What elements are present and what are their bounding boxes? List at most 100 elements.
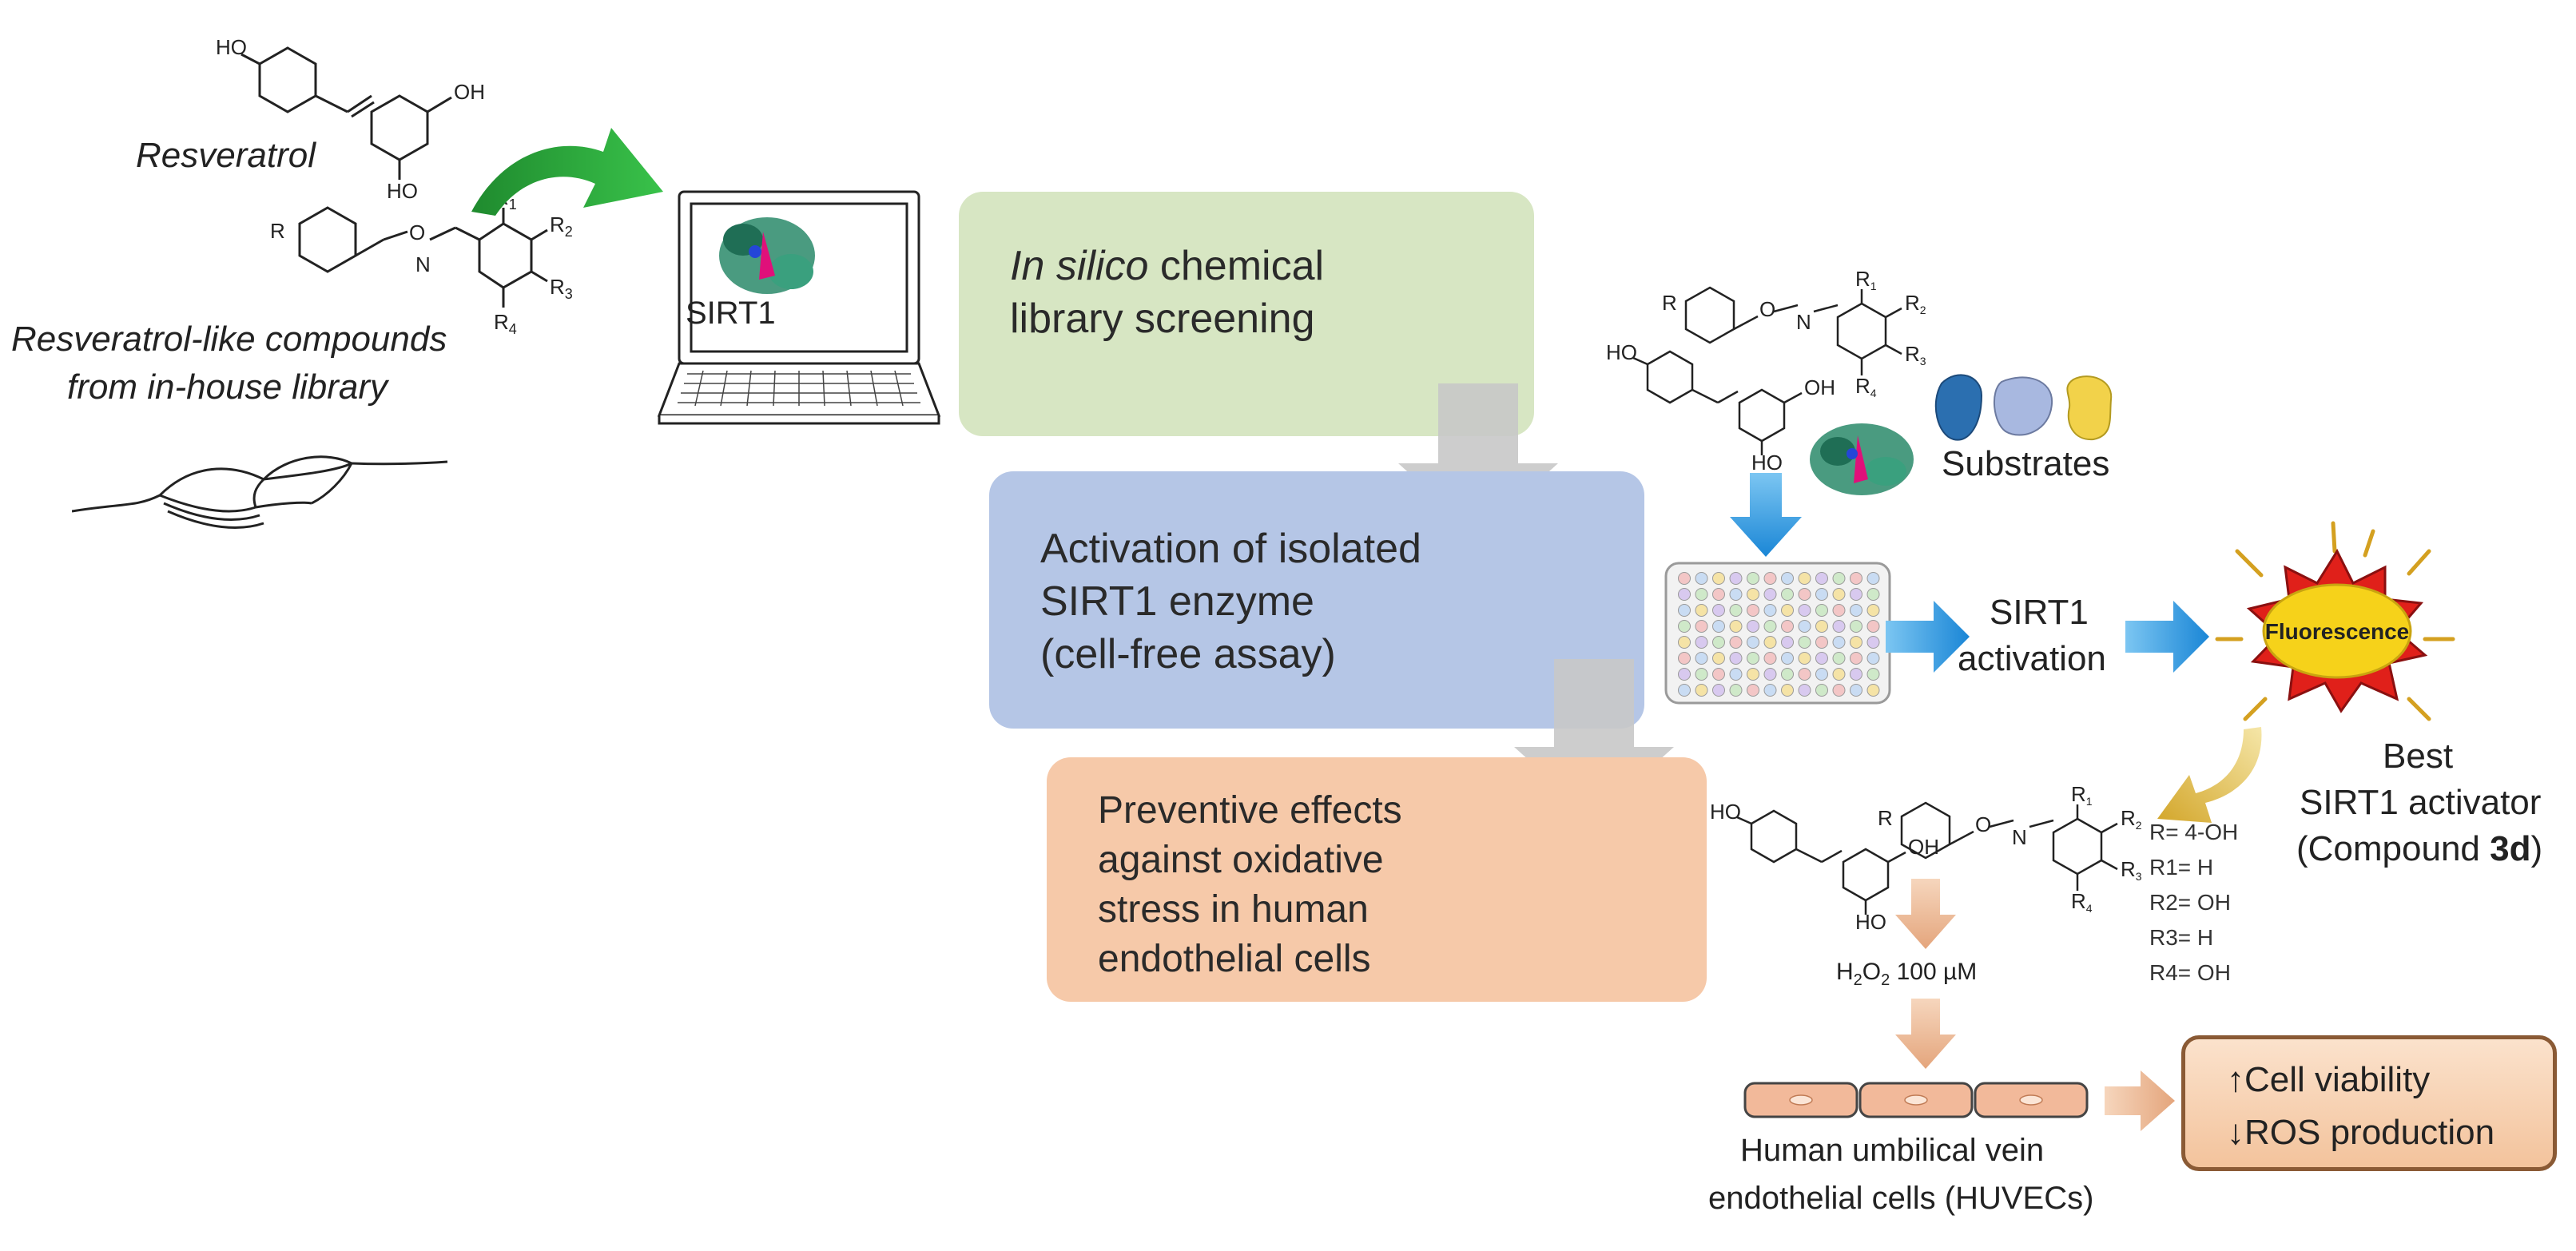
substituent-r2: R2= OH <box>2149 890 2231 915</box>
plate-well <box>1712 652 1725 665</box>
step1-italic: In silico <box>1010 243 1149 289</box>
blue-right-arrow-1 <box>1886 601 1970 673</box>
atom-r-bottom: R <box>1878 806 1893 830</box>
plate-well <box>1678 572 1691 585</box>
plate-well <box>1832 652 1846 665</box>
substituent-r4: R4= OH <box>2149 960 2231 985</box>
resveratrol-structure-right: HO OH HO <box>1606 340 1835 471</box>
outcome-box: ↑Cell viability ↓ROS production <box>2181 1035 2557 1171</box>
up-arrow-icon: ↑ <box>2227 1060 2244 1099</box>
plate-well <box>1815 572 1828 585</box>
sirt1-screen-label: SIRT1 <box>686 296 776 331</box>
substrates-label: Substrates <box>1942 444 2110 483</box>
plate-well <box>1712 684 1725 697</box>
plate-well <box>1850 668 1862 681</box>
step3-line2: against oxidative <box>1098 839 1384 881</box>
huvec-cells-icon <box>1743 1082 2089 1118</box>
plate-well <box>1815 636 1828 649</box>
plate-well <box>1781 604 1794 617</box>
blue-right-arrow-2 <box>2125 601 2209 673</box>
best-activator-label: SIRT1 activator <box>2300 783 2542 822</box>
atom-r-right: R <box>1662 291 1677 315</box>
svg-text:R2: R2 <box>2121 806 2142 832</box>
h2o2-o: O <box>1862 959 1882 985</box>
atom-r3: R <box>550 275 565 299</box>
atom-oh-right: OH <box>1804 375 1835 399</box>
plate-well <box>1798 620 1811 633</box>
atom-r3-right: R <box>1905 342 1920 366</box>
step1-rest: chemical <box>1148 243 1325 289</box>
svg-text:R3: R3 <box>1905 342 1926 367</box>
laptop-icon: SIRT1 <box>657 190 941 425</box>
plate-well <box>1798 636 1811 649</box>
atom-r3-sub-right: 3 <box>1920 355 1926 367</box>
h2o2-concentration: 100 µM <box>1890 959 1978 985</box>
plate-well <box>1866 684 1880 697</box>
plate-well <box>1695 684 1708 697</box>
step3-line1: Preventive effects <box>1098 789 1402 832</box>
atom-r2-right: R <box>1905 291 1920 315</box>
open-book-icon <box>72 455 448 529</box>
plate-well <box>1747 684 1759 697</box>
down-arrow-icon: ↓ <box>2227 1113 2244 1152</box>
gold-curved-arrow <box>2157 727 2262 823</box>
green-curved-arrow <box>471 128 663 216</box>
plate-well <box>1712 588 1725 601</box>
plate-well <box>1798 652 1811 665</box>
atom-ho: HO <box>216 35 247 59</box>
huvec-label-line2: endothelial cells (HUVECs) <box>1708 1181 2094 1216</box>
plate-well <box>1781 588 1794 601</box>
oxime-scaffold-structure: R O N R1 R2 R3 R4 <box>270 185 573 337</box>
plate-well <box>1678 668 1691 681</box>
plate-well <box>1815 684 1828 697</box>
svg-text:R4: R4 <box>1855 374 1877 399</box>
h2o2-label: H2O2 100 µM <box>1836 959 1977 990</box>
plate-well <box>1781 572 1794 585</box>
plate-well <box>1832 620 1846 633</box>
step2-line2: SIRT1 enzyme <box>1040 578 1314 625</box>
plate-well <box>1678 620 1691 633</box>
plate-well <box>1798 588 1811 601</box>
atom-r1-sub-right: 1 <box>1870 280 1877 292</box>
plate-well <box>1678 588 1691 601</box>
plate-well <box>1798 572 1811 585</box>
compound-prefix: (Compound <box>2296 829 2491 868</box>
plate-well <box>1747 620 1759 633</box>
atom-r4-sub: 4 <box>509 321 517 337</box>
fluorescence-label: Fluorescence <box>2265 619 2410 644</box>
plate-well <box>1815 604 1828 617</box>
oxime-scaffold-structure-right: R O N R1 R2 R3 R4 <box>1662 267 1926 399</box>
sirt1-protein-icon <box>719 217 815 294</box>
substituent-r3: R3= H <box>2149 925 2214 950</box>
atom-r4-sub-bottom: 4 <box>2086 902 2093 915</box>
step2-line1: Activation of isolated <box>1040 526 1421 572</box>
plate-well <box>1798 684 1811 697</box>
peach-right-arrow <box>2105 1070 2175 1131</box>
svg-text:R1: R1 <box>2071 782 2093 808</box>
plate-well <box>1712 572 1725 585</box>
plate-well <box>1695 588 1708 601</box>
atom-ho-bottom: HO <box>387 179 418 200</box>
svg-text:R4: R4 <box>494 310 517 337</box>
atom-ho-bottom-2: HO <box>1855 910 1886 934</box>
plate-well <box>1729 668 1743 681</box>
plate-well <box>1850 684 1862 697</box>
plate-well <box>1798 604 1811 617</box>
plate-well <box>1850 652 1862 665</box>
plate-well <box>1747 604 1759 617</box>
atom-r: R <box>270 219 285 243</box>
plate-well <box>1781 636 1794 649</box>
atom-oh-bottom: OH <box>1908 835 1939 859</box>
step1-line2: library screening <box>1010 296 1315 342</box>
plate-well <box>1781 620 1794 633</box>
plate-well <box>1866 588 1880 601</box>
plate-well <box>1729 636 1743 649</box>
atom-r1-bottom: R <box>2071 782 2086 806</box>
plate-well <box>1678 684 1691 697</box>
atom-r1-sub: 1 <box>509 197 517 212</box>
h2o2-sub1: 2 <box>1853 971 1862 989</box>
resveratrol-structure: HO OH HO <box>216 35 485 200</box>
plate-well <box>1832 588 1846 601</box>
step3-line3: stress in human <box>1098 888 1369 931</box>
step-oxidative-stress-prevention: Preventive effects against oxidative str… <box>1047 757 1707 1002</box>
